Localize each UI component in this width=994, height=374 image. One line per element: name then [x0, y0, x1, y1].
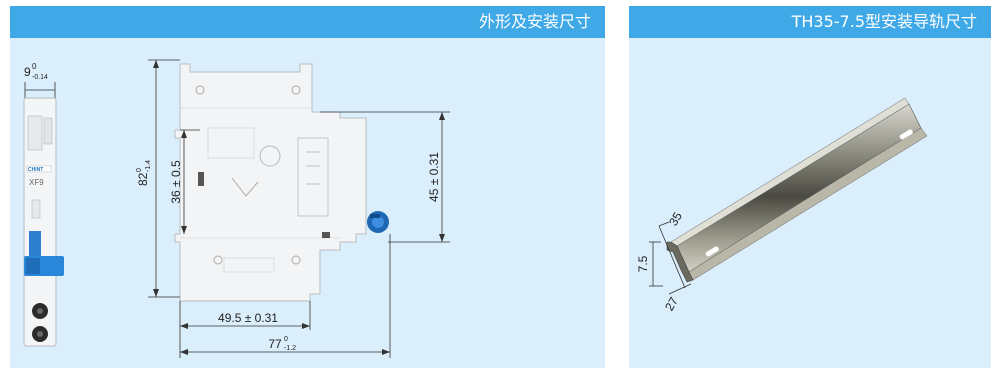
side-view-device: 9 0 -0.14 CHINT XF9	[23, 62, 64, 347]
side-width-sup: 0	[32, 62, 37, 71]
side-width-sub: -0.14	[32, 74, 48, 81]
svg-text:36 ± 0.5: 36 ± 0.5	[169, 160, 183, 204]
rail-width-label: 35	[666, 209, 685, 228]
svg-text:77: 77	[268, 337, 282, 351]
dimensions-panel: 外形及安装尺寸 9 0 -0.14 CHINT XF9	[10, 6, 605, 368]
total-height-label: 82 0 -1.4	[136, 160, 152, 186]
total-depth-label: 77 0 -1.2	[268, 336, 296, 352]
rail-panel: TH35-7.5型安装导轨尺寸	[629, 6, 991, 368]
dimensions-panel-title: 外形及安装尺寸	[10, 6, 605, 38]
side-width-value: 9	[24, 65, 31, 79]
rail-panel-title: TH35-7.5型安装导轨尺寸	[629, 6, 991, 38]
rail-height-label: 7.5	[636, 255, 650, 272]
svg-text:7.5: 7.5	[636, 255, 650, 272]
front-view-device	[174, 63, 389, 302]
svg-text:-1.2: -1.2	[284, 345, 296, 352]
rail-dimension-lines	[649, 221, 692, 295]
svg-text:35: 35	[666, 209, 685, 228]
rail-drawing: 35 7.5 27	[636, 97, 928, 313]
svg-text:82: 82	[136, 172, 150, 186]
right-height-label: 45 ± 0.31	[427, 152, 441, 202]
svg-text:27: 27	[662, 294, 681, 313]
svg-text:45 ± 0.31: 45 ± 0.31	[427, 152, 441, 202]
dimension-drawing: 9 0 -0.14 CHINT XF9	[23, 59, 450, 358]
din-rail	[666, 97, 928, 283]
dimension-arrows	[153, 60, 445, 355]
svg-text:0: 0	[284, 336, 288, 343]
model-label: XF9	[29, 178, 44, 187]
blue-knob	[367, 211, 389, 233]
mid-depth-label: 49.5 ± 0.31	[218, 311, 278, 325]
mid-height-label: 36 ± 0.5	[169, 160, 183, 204]
svg-text:0: 0	[136, 168, 143, 172]
svg-text:-1.4: -1.4	[145, 160, 152, 172]
brand-label: CHINT	[28, 167, 43, 173]
dimension-lines	[148, 59, 450, 358]
rail-inner-label: 27	[662, 294, 681, 313]
